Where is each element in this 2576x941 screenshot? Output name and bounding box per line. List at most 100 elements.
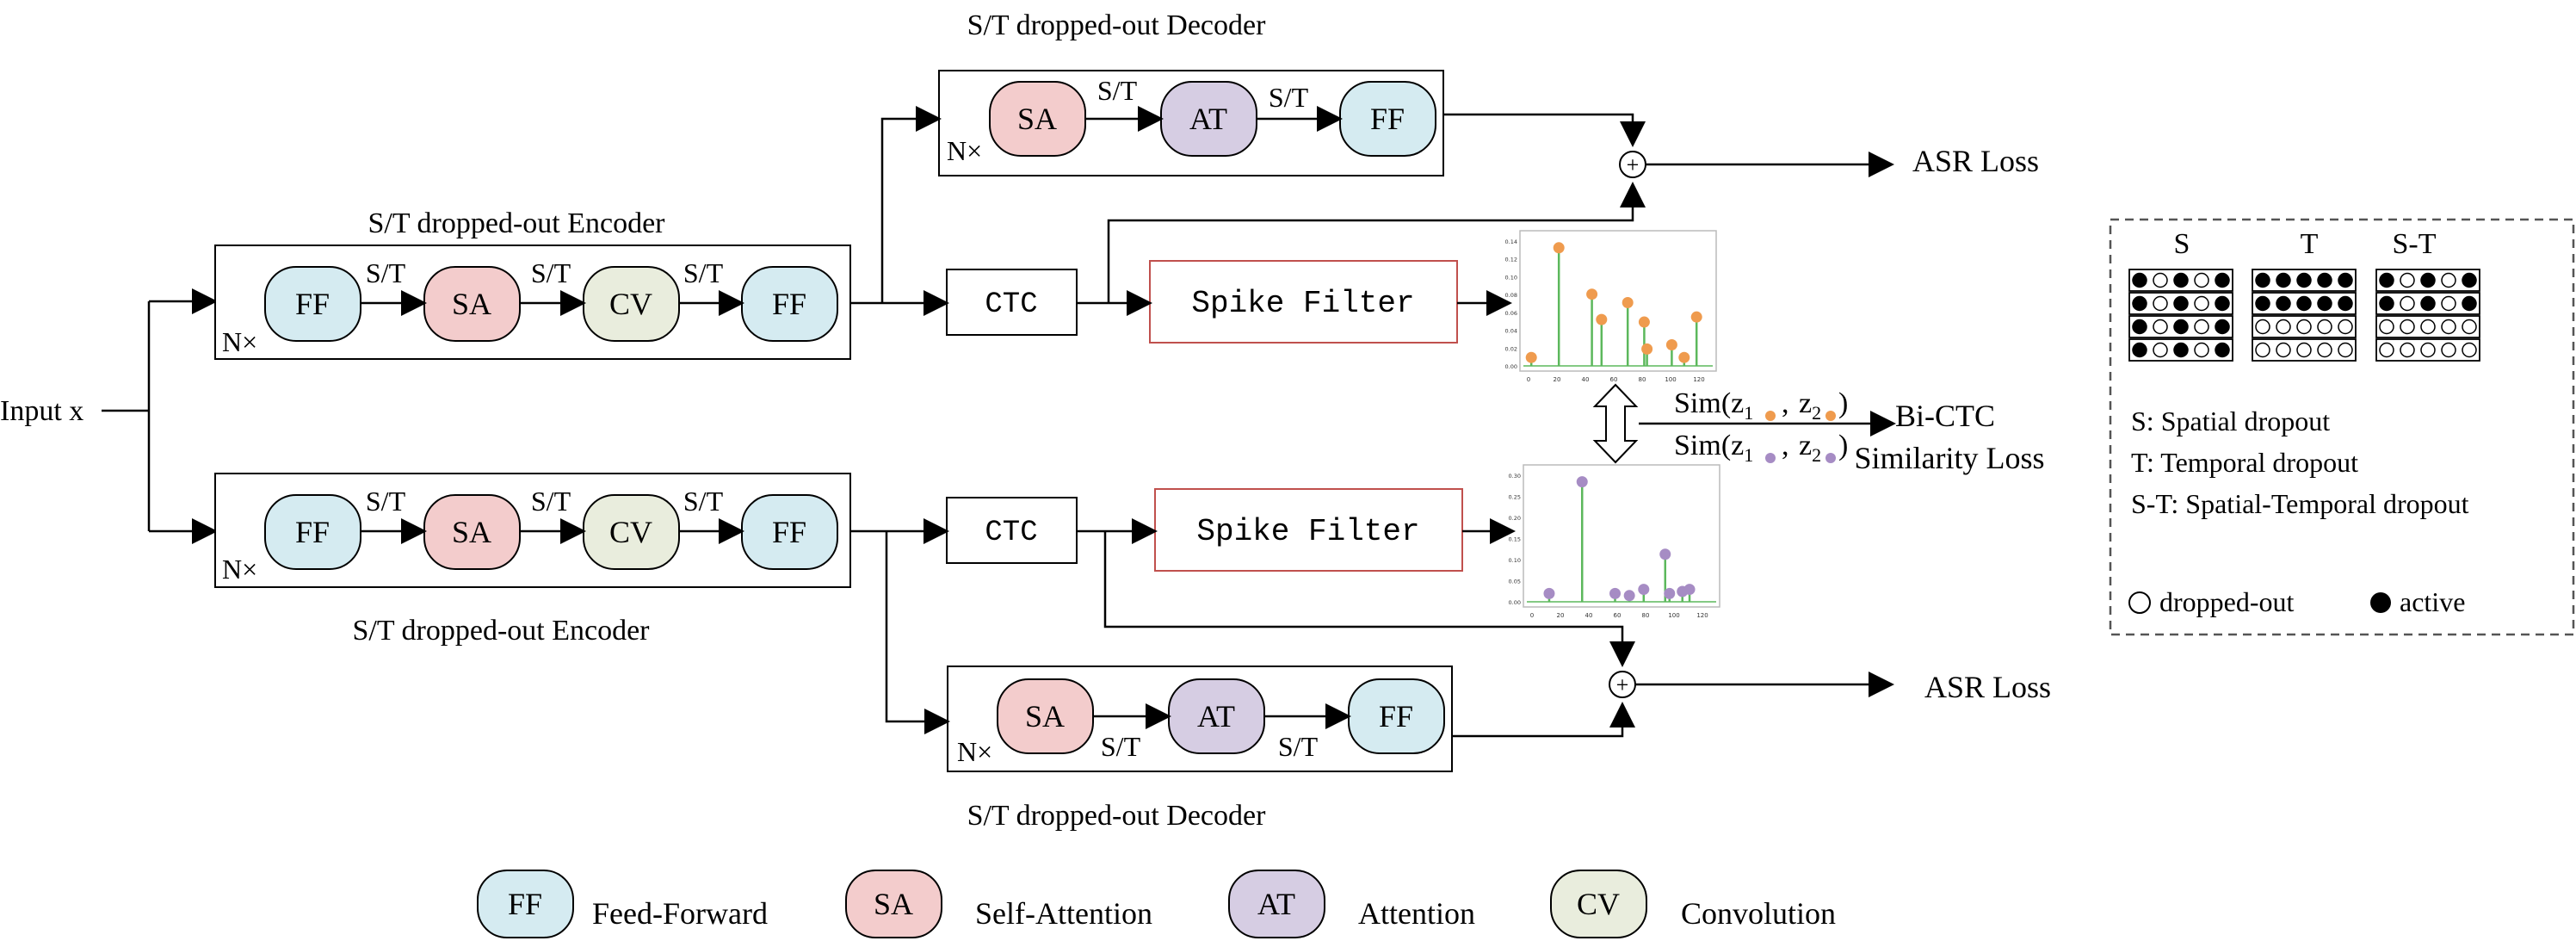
grid-st-active-unit <box>2420 272 2436 288</box>
legend-ff-abbr: FF <box>508 887 542 921</box>
svg-text:,: , <box>1782 430 1789 461</box>
spike-filter-top-label: Spike Filter <box>1191 286 1414 321</box>
encoder-bottom: N× S/T dropped-out Encoder FF SA CV FF S… <box>214 473 851 647</box>
grid-t-dropped-unit <box>2255 342 2270 358</box>
plot-top-y-tick: 0.04 <box>1505 328 1517 335</box>
plot-bottom-spike-point <box>1638 584 1650 596</box>
sum-node-top-symbol: + <box>1627 152 1640 177</box>
legend-sa-abbr: SA <box>874 887 913 921</box>
legend-at-abbr: AT <box>1257 887 1295 921</box>
grid-st-dropped-unit <box>2462 319 2477 335</box>
plot-bottom-x-tick: 120 <box>1696 612 1708 619</box>
asr-loss-bottom: ASR Loss <box>1924 670 2051 704</box>
plot-top-spike-point <box>1525 351 1537 363</box>
asr-loss-top: ASR Loss <box>1912 144 2039 178</box>
sum-node-bottom <box>1609 671 1636 698</box>
grid-st-active-unit <box>2379 272 2394 288</box>
grid-t-active-unit <box>2317 272 2332 288</box>
enc-top-sa-label: SA <box>452 287 491 321</box>
sim-top-label: Sim(z1 , z2 ) <box>1674 387 1848 424</box>
dec-top-ff-label: FF <box>1370 102 1405 136</box>
grid-st-dropped-unit <box>2441 272 2456 288</box>
decoder-top: S/T dropped-out Decoder N× SA AT FF S/T … <box>938 9 1444 176</box>
plot-top-x-tick: 60 <box>1610 376 1618 383</box>
decoder-top-title: S/T dropped-out Decoder <box>967 9 1267 41</box>
plot-top-x-tick: 120 <box>1693 376 1704 383</box>
dec-top-st-1: S/T <box>1097 75 1138 106</box>
plot-top-spike-point <box>1665 339 1677 350</box>
grid-st-dropped-unit <box>2420 342 2436 358</box>
grid-st-dropped-unit <box>2400 272 2415 288</box>
grid-s-dropped-unit <box>2153 272 2168 288</box>
dec-top-st-2: S/T <box>1269 82 1309 113</box>
svg-text:,: , <box>1782 387 1789 419</box>
grid-st-dropped-unit <box>2441 319 2456 335</box>
dec-bot-st-1: S/T <box>1101 731 1141 762</box>
grid-st-dropped-unit <box>2400 342 2415 358</box>
dropped-out-circle-icon <box>2128 591 2151 614</box>
grid-s-dropped-unit <box>2153 319 2168 335</box>
svg-text:Sim(z1: Sim(z1 <box>1674 430 1753 466</box>
dec-top-at-label: AT <box>1189 102 1227 136</box>
grid-st-active-unit <box>2462 272 2477 288</box>
orange-dot-icon <box>1825 411 1836 421</box>
grid-t-dropped-unit <box>2276 342 2291 358</box>
svg-text:Sim(z1: Sim(z1 <box>1674 387 1753 424</box>
dropped-out-label: dropped-out <box>2159 586 2295 617</box>
grid-s-active-unit <box>2215 319 2230 335</box>
dec-bot-ff-label: FF <box>1379 699 1413 734</box>
dropout-header-st: S-T <box>2393 228 2437 260</box>
compare-double-arrow-icon <box>1592 383 1639 464</box>
enc-bot-st-2: S/T <box>531 486 571 517</box>
plot-top-spike-point <box>1678 351 1690 363</box>
dropout-header-s: S <box>2174 228 2190 260</box>
plot-bottom-spike-point <box>1609 587 1622 599</box>
plot-bottom-y-tick: 0.10 <box>1509 557 1521 564</box>
dropout-desc-st: S-T: Spatial-Temporal dropout <box>2131 488 2469 519</box>
purple-dot-icon <box>1825 453 1836 463</box>
dropout-grid-spatial <box>2128 269 2233 362</box>
encoder-top-nx: N× <box>222 326 257 357</box>
svg-text:): ) <box>1838 387 1848 419</box>
legend-cv-swatch <box>1550 870 1647 938</box>
plot-top-frame <box>1519 230 1717 372</box>
plot-bottom-x-tick: 60 <box>1614 612 1622 619</box>
active-label: active <box>2400 586 2465 617</box>
legend-sa-swatch <box>845 870 942 938</box>
grid-st-dropped-unit <box>2400 319 2415 335</box>
grid-t-active-unit <box>2276 272 2291 288</box>
grid-s-active-unit <box>2132 272 2147 288</box>
plot-bottom-y-tick: 0.25 <box>1509 494 1521 501</box>
plot-top-spike-point <box>1596 313 1608 325</box>
legend-at-text: Attention <box>1358 896 1475 931</box>
grid-s-dropped-unit <box>2194 319 2209 335</box>
plot-top-x-tick: 40 <box>1582 376 1590 383</box>
grid-st-dropped-unit <box>2420 319 2436 335</box>
grid-s-active-unit <box>2215 295 2230 312</box>
sum-node-bottom-symbol: + <box>1616 672 1629 697</box>
plot-top-x-tick: 100 <box>1665 376 1676 383</box>
dec-bot-st-2: S/T <box>1278 731 1319 762</box>
enc-top-ff2-label: FF <box>772 287 806 321</box>
grid-t-dropped-unit <box>2276 319 2291 335</box>
plot-bottom-y-tick: 0.05 <box>1509 579 1521 585</box>
plot-top-x-tick: 20 <box>1554 376 1561 383</box>
bictc-loss-line2: Similarity Loss <box>1854 441 2044 475</box>
plot-bottom-spike-point <box>1543 587 1555 599</box>
decoder-top-nx: N× <box>947 135 982 166</box>
block-legend: FF Feed-Forward SA Self-Attention AT Att… <box>477 870 1836 938</box>
ctc-bottom-box <box>946 497 1078 564</box>
plot-top-spike-point <box>1553 242 1565 254</box>
decoder-bottom-nx: N× <box>957 736 992 767</box>
grid-s-active-unit <box>2173 295 2189 312</box>
bictc-loss-line1: Bi-CTC <box>1895 399 1995 433</box>
grid-st-dropped-unit <box>2400 295 2415 312</box>
plot-top-spike-point <box>1622 297 1634 308</box>
grid-st-active-unit <box>2379 295 2394 312</box>
grid-t-active-unit <box>2255 272 2270 288</box>
enc-bot-cv-label: CV <box>609 515 652 549</box>
grid-t-dropped-unit <box>2296 319 2312 335</box>
grid-t-dropped-unit <box>2296 342 2312 358</box>
enc-top-st-2: S/T <box>531 257 571 288</box>
encoder-bottom-title: S/T dropped-out Encoder <box>353 615 651 647</box>
